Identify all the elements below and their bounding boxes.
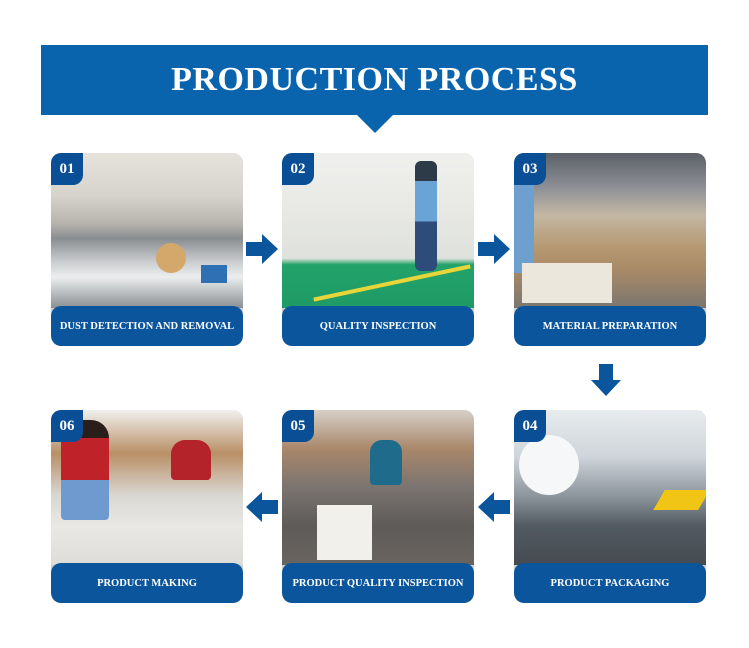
step-label: PRODUCT QUALITY INSPECTION bbox=[282, 563, 474, 603]
step-number-badge: 05 bbox=[282, 410, 314, 442]
arrow-left-icon bbox=[246, 492, 278, 522]
page-title: PRODUCTION PROCESS bbox=[171, 61, 578, 98]
step-card-06: 06 PRODUCT MAKING bbox=[51, 410, 243, 603]
arrow-right-icon bbox=[478, 234, 510, 264]
step-photo-dust-detection bbox=[51, 153, 243, 308]
step-card-01: 01 DUST DETECTION AND REMOVAL bbox=[51, 153, 243, 346]
step-label: PRODUCT MAKING bbox=[51, 563, 243, 603]
step-label: QUALITY INSPECTION bbox=[282, 306, 474, 346]
step-number-badge: 06 bbox=[51, 410, 83, 442]
step-number-badge: 02 bbox=[282, 153, 314, 185]
step-card-05: 05 PRODUCT QUALITY INSPECTION bbox=[282, 410, 474, 603]
step-card-04: 04 PRODUCT PACKAGING bbox=[514, 410, 706, 603]
arrow-down-icon bbox=[591, 364, 621, 396]
banner-pointer-triangle bbox=[357, 115, 393, 133]
step-card-02: 02 QUALITY INSPECTION bbox=[282, 153, 474, 346]
arrow-right-icon bbox=[246, 234, 278, 264]
step-number-badge: 01 bbox=[51, 153, 83, 185]
arrow-left-icon bbox=[478, 492, 510, 522]
step-label: DUST DETECTION AND REMOVAL bbox=[51, 306, 243, 346]
step-label: MATERIAL PREPARATION bbox=[514, 306, 706, 346]
step-number-badge: 03 bbox=[514, 153, 546, 185]
step-photo-quality-inspection bbox=[282, 153, 474, 308]
step-photo-product-packaging bbox=[514, 410, 706, 565]
step-card-03: 03 MATERIAL PREPARATION bbox=[514, 153, 706, 346]
step-number-badge: 04 bbox=[514, 410, 546, 442]
step-label: PRODUCT PACKAGING bbox=[514, 563, 706, 603]
title-banner: PRODUCTION PROCESS bbox=[41, 45, 708, 115]
step-photo-product-quality-inspection bbox=[282, 410, 474, 565]
step-photo-material-preparation bbox=[514, 153, 706, 308]
